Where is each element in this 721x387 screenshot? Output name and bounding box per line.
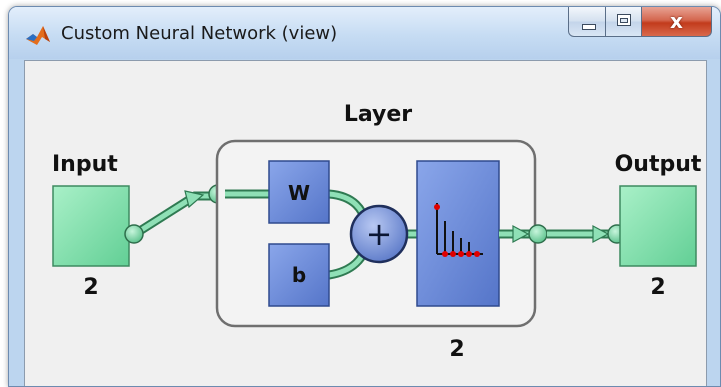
close-icon: x bbox=[670, 9, 683, 33]
window-title: Custom Neural Network (view) bbox=[61, 23, 338, 44]
layer-out-arrow-icon bbox=[512, 225, 530, 243]
input-size-label: 2 bbox=[83, 275, 98, 300]
sum-icon: + bbox=[366, 215, 393, 253]
maximize-icon bbox=[617, 14, 631, 26]
input-arrow-icon bbox=[184, 190, 205, 209]
matlab-icon bbox=[26, 26, 50, 45]
layer-label: Layer bbox=[344, 102, 412, 127]
output-label: Output bbox=[615, 152, 702, 177]
weight-label: W bbox=[288, 181, 310, 205]
transfer-function-block[interactable] bbox=[416, 160, 500, 307]
caption-buttons: x bbox=[568, 7, 712, 39]
input-block[interactable] bbox=[52, 185, 130, 267]
minimize-button[interactable] bbox=[568, 7, 606, 37]
bias-label: b bbox=[292, 263, 306, 287]
close-button[interactable]: x bbox=[642, 7, 712, 37]
bias-block[interactable] bbox=[268, 243, 330, 307]
input-label: Input bbox=[52, 152, 118, 177]
output-block[interactable] bbox=[619, 185, 697, 267]
output-arrow-icon bbox=[592, 225, 610, 243]
output-size-label: 2 bbox=[650, 275, 665, 300]
network-diagram: Input 2 Layer 2 bbox=[52, 102, 702, 362]
app-window: Custom Neural Network (view) x bbox=[8, 6, 721, 387]
minimize-icon bbox=[582, 24, 596, 30]
maximize-button[interactable] bbox=[606, 7, 642, 37]
layer-output-node bbox=[528, 224, 548, 244]
input-port-node bbox=[124, 224, 144, 244]
layer-size-label: 2 bbox=[449, 337, 464, 362]
hardlim-stem-plot-icon bbox=[434, 203, 483, 257]
title-bar[interactable]: Custom Neural Network (view) x bbox=[9, 7, 720, 59]
summation-node[interactable] bbox=[349, 204, 409, 264]
network-view-panel: Input 2 Layer 2 bbox=[24, 60, 707, 386]
weight-block[interactable] bbox=[268, 160, 330, 224]
